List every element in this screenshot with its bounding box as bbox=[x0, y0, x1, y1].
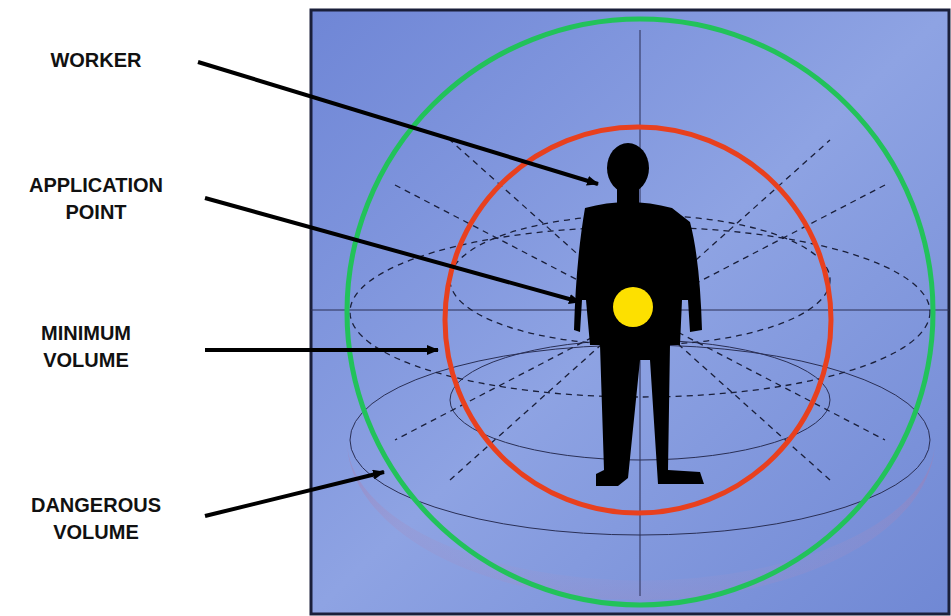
worker-silhouette bbox=[574, 143, 704, 486]
minimum-volume-circle bbox=[445, 127, 831, 513]
dangerous-volume-label: DANGEROUS VOLUME bbox=[16, 492, 176, 546]
minimum-volume-label: MINIMUM VOLUME bbox=[21, 320, 151, 374]
application-point-dot bbox=[613, 287, 653, 327]
dangerous-volume-circle bbox=[347, 19, 933, 605]
leader-arrows bbox=[198, 62, 598, 516]
worker-label: WORKER bbox=[50, 47, 141, 74]
application-point-label: APPLICATION POINT bbox=[11, 172, 181, 226]
dashed-ellipses bbox=[350, 140, 930, 480]
background-panel bbox=[311, 10, 949, 614]
